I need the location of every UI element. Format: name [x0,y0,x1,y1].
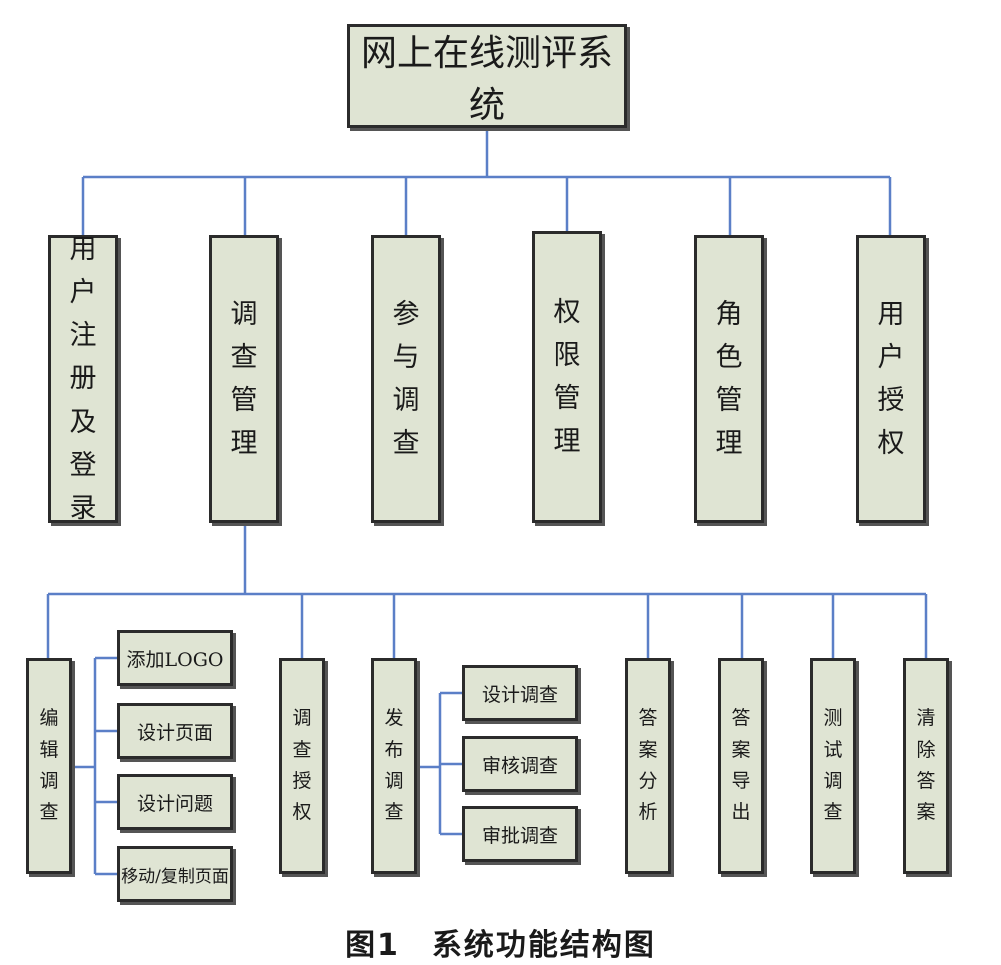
node-survey-authorization: 调查授权 [279,658,325,874]
node-design-survey-label: 设计调查 [481,683,558,706]
node-clear-answers: 清除答案 [903,658,949,874]
root-node: 网上在线测评系统 [347,24,627,128]
node-user-authorization-label: 用户授权 [877,298,905,460]
node-add-logo-label: 添加LOGO [126,648,224,671]
node-permission-management-label: 权限管理 [553,296,581,458]
node-survey-management: 调查管理 [209,235,279,523]
node-answer-export-label: 答案导出 [731,707,751,824]
node-design-question: 设计问题 [117,774,233,830]
node-answer-analysis: 答案分析 [625,658,671,874]
node-review-survey-label: 审核调查 [481,754,558,777]
node-clear-answers-label: 清除答案 [916,707,936,824]
node-user-register-login: 用户注册及登录 [48,234,118,524]
node-review-survey: 审核调查 [462,736,578,792]
node-publish-survey: 发布调查 [371,658,417,874]
node-design-survey: 设计调查 [462,665,578,721]
node-test-survey-label: 测试调查 [823,707,843,824]
node-publish-survey-label: 发布调查 [384,707,404,824]
node-survey-management-label: 调查管理 [230,298,258,460]
figure-caption: 图1 系统功能结构图 [345,928,656,963]
node-join-survey-label: 参与调查 [392,298,420,460]
node-design-question-label: 设计问题 [136,792,213,815]
node-user-authorization: 用户授权 [856,235,926,523]
node-join-survey: 参与调查 [371,235,441,523]
node-approve-survey-label: 审批调查 [481,824,558,847]
node-move-copy-page-label: 移动/复制页面 [121,866,229,887]
node-survey-authorization-label: 调查授权 [292,707,312,824]
node-answer-analysis-label: 答案分析 [638,707,658,824]
node-test-survey: 测试调查 [810,658,856,874]
node-move-copy-page: 移动/复制页面 [117,846,233,902]
node-add-logo: 添加LOGO [117,630,233,686]
node-design-page: 设计页面 [117,703,233,759]
node-approve-survey: 审批调查 [462,806,578,862]
node-role-management: 角色管理 [694,235,764,523]
node-role-management-label: 角色管理 [715,298,743,460]
node-answer-export: 答案导出 [718,658,764,874]
root-label: 网上在线测评系统 [360,33,613,126]
node-edit-survey-label: 编辑调查 [39,707,59,824]
node-permission-management: 权限管理 [532,231,602,523]
node-user-register-login-label: 用户注册及登录 [69,233,97,524]
node-design-page-label: 设计页面 [136,721,213,744]
node-edit-survey: 编辑调查 [26,658,72,874]
